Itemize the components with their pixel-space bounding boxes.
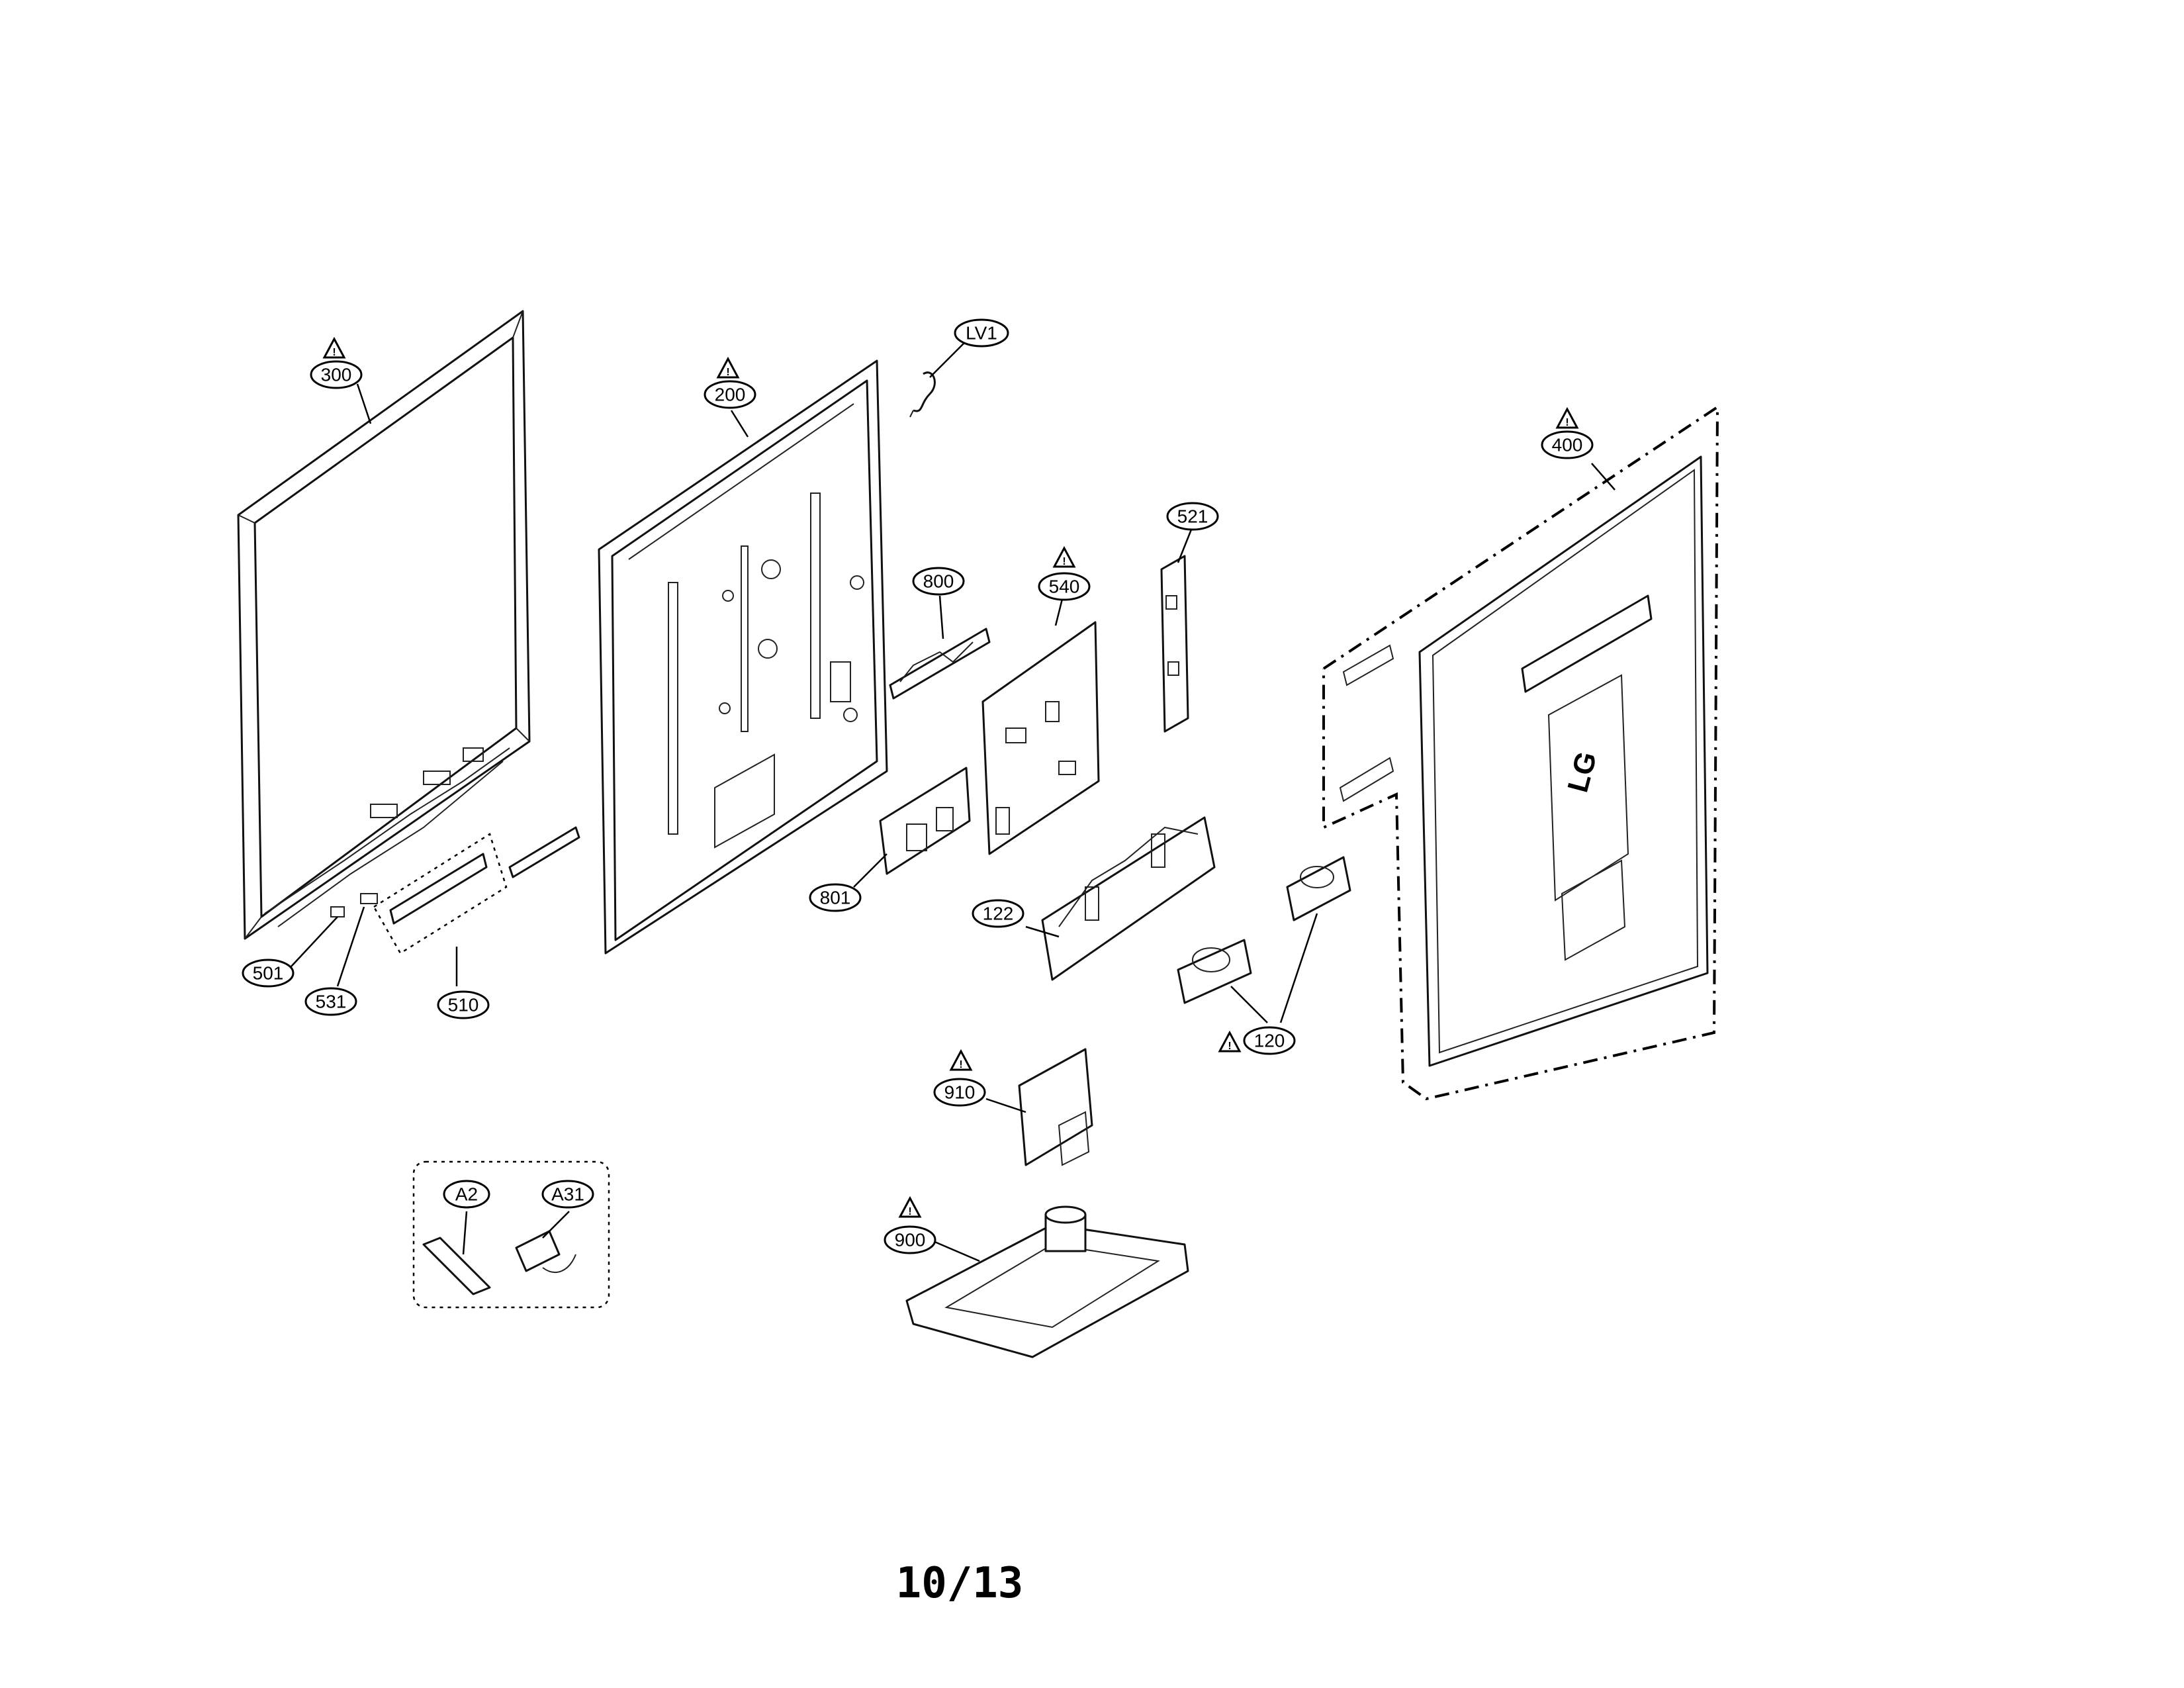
svg-text:531: 531 <box>316 992 347 1012</box>
part-lv1-cable <box>909 371 936 418</box>
svg-text:200: 200 <box>715 385 746 405</box>
callout-900: 900 <box>884 1225 936 1254</box>
part-801-bracket <box>879 767 971 875</box>
callout-200: 200 <box>704 380 756 409</box>
svg-text:510: 510 <box>448 995 479 1015</box>
warning-icon: ! <box>1052 545 1076 568</box>
callout-lv1: LV1 <box>954 318 1009 348</box>
callout-801: 801 <box>809 883 862 912</box>
svg-text:!: ! <box>1565 417 1569 428</box>
part-200-chassis <box>598 359 888 955</box>
part-540-main-board <box>981 621 1100 855</box>
callout-510: 510 <box>437 990 490 1019</box>
svg-text:!: ! <box>332 347 336 358</box>
part-400-back-cover: LG <box>1322 404 1719 1101</box>
part-910-stand-neck <box>1018 1048 1093 1166</box>
warning-icon: ! <box>322 336 346 359</box>
callout-521: 521 <box>1166 502 1219 531</box>
part-120-speakers <box>1177 856 1351 1004</box>
warning-icon: ! <box>1555 406 1579 429</box>
svg-text:540: 540 <box>1049 577 1080 597</box>
svg-text:800: 800 <box>923 571 954 592</box>
callout-300: 300 <box>310 360 363 389</box>
part-800-bracket <box>889 628 991 700</box>
callout-120: 120 <box>1243 1026 1296 1055</box>
svg-text:!: ! <box>1228 1041 1231 1052</box>
svg-text:!: ! <box>908 1206 911 1217</box>
svg-text:801: 801 <box>820 888 851 908</box>
lg-logo-icon: LG <box>1561 748 1603 796</box>
svg-text:120: 120 <box>1254 1031 1285 1051</box>
part-300-front-bezel <box>237 310 531 940</box>
warning-icon: ! <box>1218 1030 1242 1053</box>
callout-122: 122 <box>972 899 1024 928</box>
svg-text:!: ! <box>1062 556 1066 567</box>
svg-text:122: 122 <box>983 904 1014 924</box>
part-510-button-assembly <box>330 826 580 955</box>
part-521-side-bracket <box>1160 555 1189 733</box>
warning-icon: ! <box>949 1049 973 1071</box>
callout-800: 800 <box>912 567 965 596</box>
callout-910: 910 <box>933 1078 986 1107</box>
page-number: 10/13 <box>895 1559 1024 1608</box>
svg-text:LV1: LV1 <box>966 323 997 344</box>
warning-symbols: ! ! ! ! ! ! ! <box>322 336 1579 1218</box>
svg-text:!: ! <box>726 367 729 378</box>
callout-540: 540 <box>1038 572 1091 601</box>
warning-icon: ! <box>898 1196 922 1218</box>
svg-text:521: 521 <box>1177 506 1208 527</box>
part-122-bracket <box>1041 816 1216 981</box>
svg-text:!: ! <box>959 1059 962 1070</box>
callout-400: 400 <box>1541 430 1594 459</box>
leader-lines <box>291 340 1615 1262</box>
svg-text:400: 400 <box>1552 435 1583 455</box>
part-900-stand-base <box>905 1205 1189 1358</box>
svg-text:A2: A2 <box>455 1184 478 1205</box>
svg-text:300: 300 <box>321 365 352 385</box>
callout-531: 531 <box>304 987 357 1016</box>
warning-icon: ! <box>716 356 740 379</box>
svg-text:900: 900 <box>895 1230 926 1250</box>
part-a2-a31-accessories <box>412 1160 610 1309</box>
callout-501: 501 <box>242 959 295 988</box>
callout-a2: A2 <box>443 1180 490 1209</box>
callout-a31: A31 <box>541 1180 594 1209</box>
svg-text:910: 910 <box>944 1082 976 1103</box>
svg-text:A31: A31 <box>551 1184 584 1205</box>
svg-text:501: 501 <box>253 963 284 984</box>
